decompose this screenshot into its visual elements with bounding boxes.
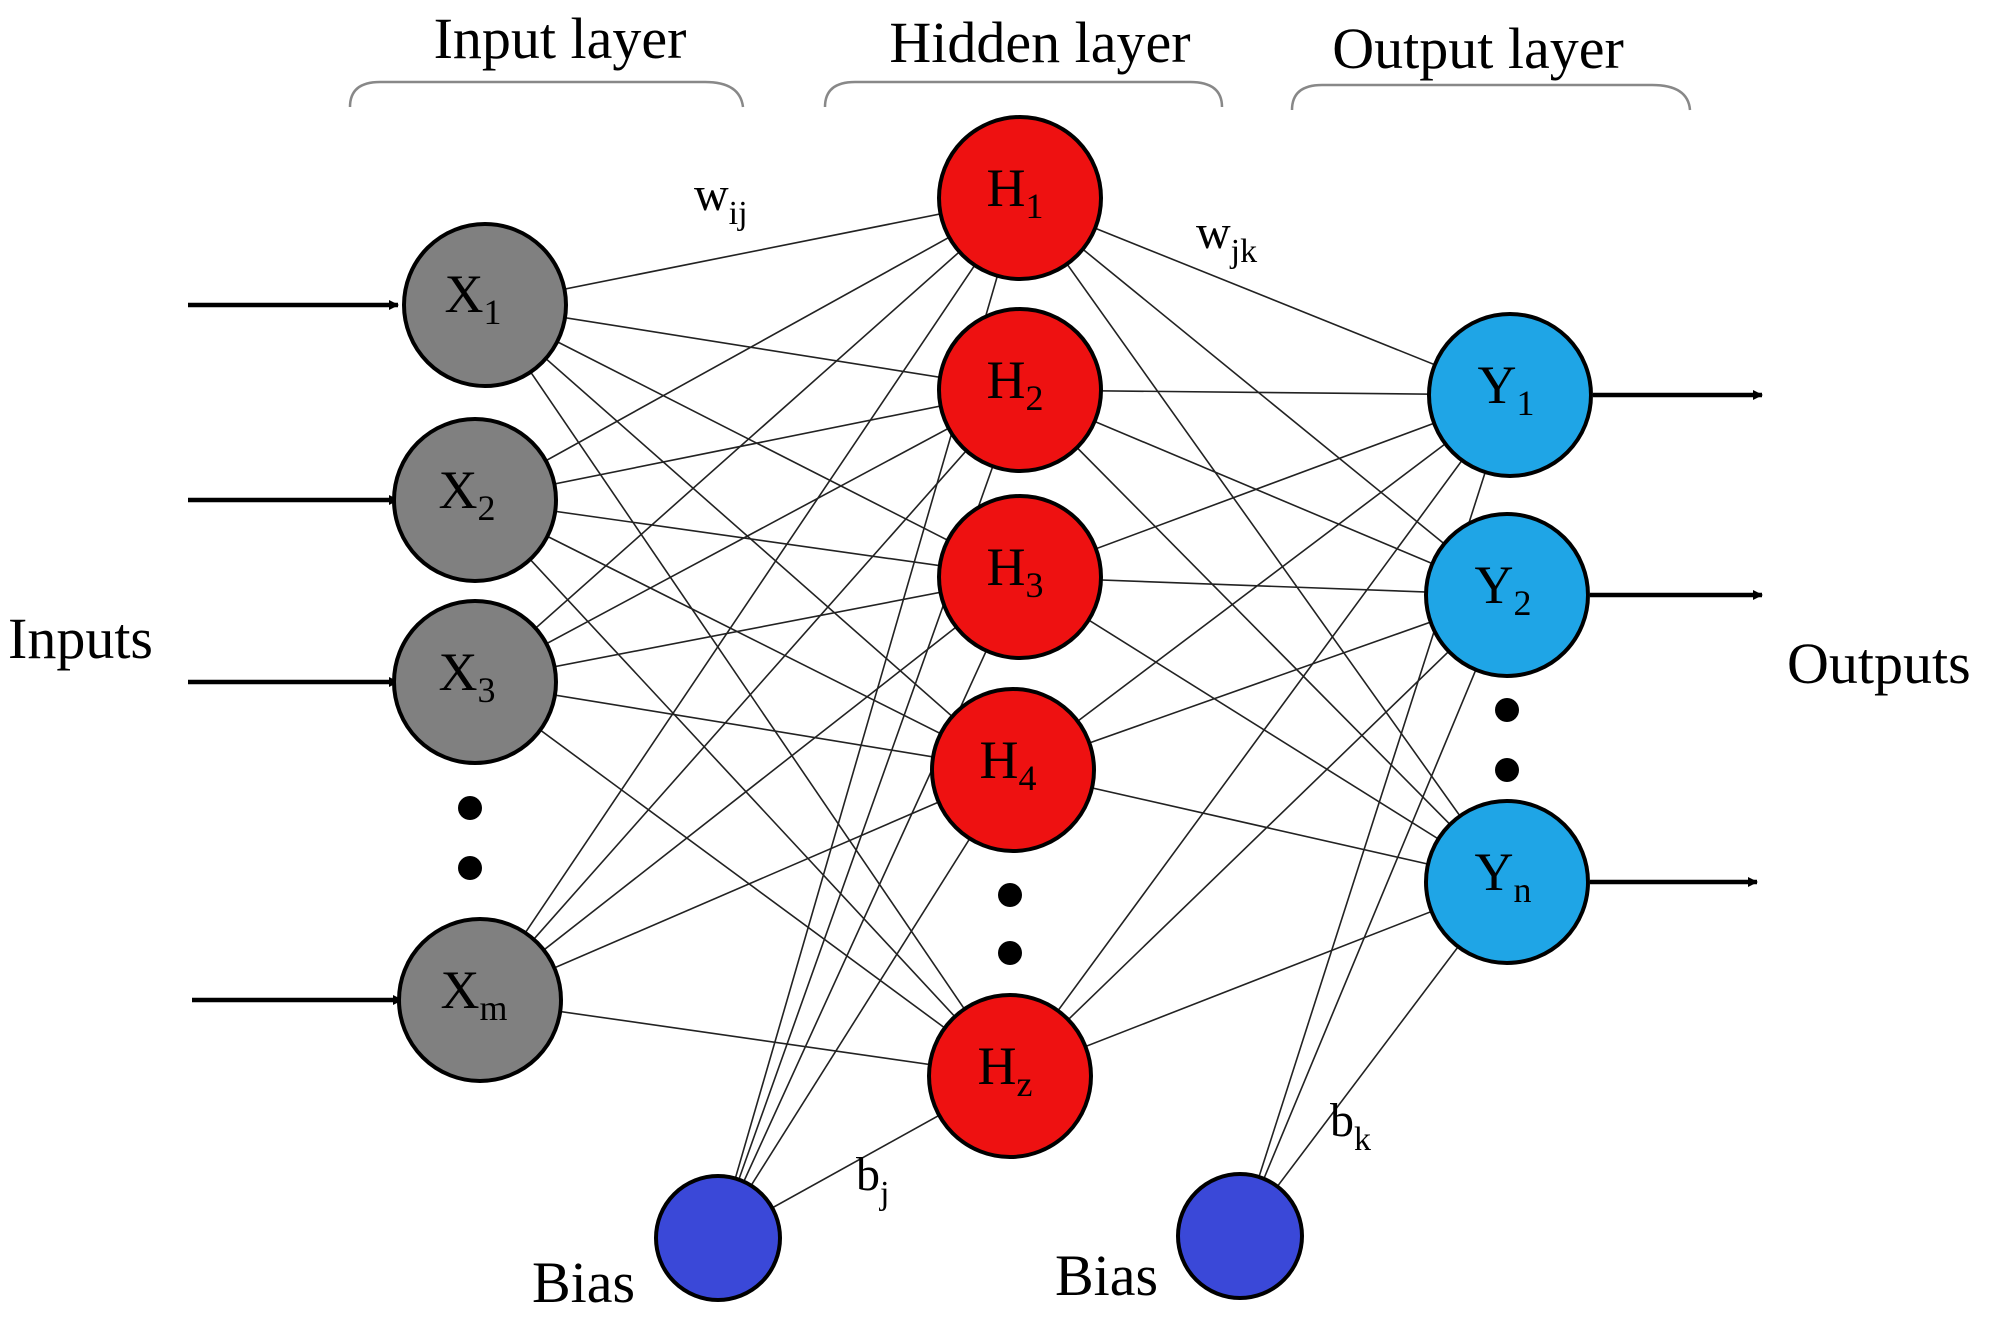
svg-text:H1: H1 xyxy=(987,158,1044,226)
svg-text:Yn: Yn xyxy=(1475,842,1532,910)
hidden-node-h4: H4 xyxy=(930,687,1096,853)
svg-text:H2: H2 xyxy=(987,350,1044,418)
svg-text:H3: H3 xyxy=(987,537,1044,605)
bias-hidden-edge xyxy=(717,769,1014,1239)
input-node-x3: X3 xyxy=(392,599,558,765)
hidden-node-circle xyxy=(930,687,1096,853)
hidden-node-h1: H1 xyxy=(937,115,1103,281)
input-ellipsis xyxy=(458,796,482,880)
input-hidden-edge xyxy=(484,304,1021,578)
input-hidden-edge xyxy=(479,769,1014,1001)
output-node-circle xyxy=(1424,799,1590,965)
input-hidden-edge xyxy=(474,576,1021,683)
input-layer-title: Input layer xyxy=(434,6,687,71)
hidden-node-circle xyxy=(937,115,1103,281)
svg-text:Y1: Y1 xyxy=(1478,355,1535,423)
outputs-label: Outputs xyxy=(1787,631,1971,696)
bias-weight-label-bk: bk xyxy=(1330,1094,1371,1158)
svg-text:H4: H4 xyxy=(980,730,1037,798)
input-hidden-edge xyxy=(474,499,1014,771)
input-hidden-edge xyxy=(484,197,1021,306)
output-arrows xyxy=(1590,390,1763,887)
input-layer-bracket xyxy=(348,80,745,108)
bias-node-hidden xyxy=(654,1174,782,1302)
bias-node-output xyxy=(1176,1172,1304,1300)
input-node-circle xyxy=(402,222,568,388)
input-hidden-edge xyxy=(484,304,1021,391)
input-hidden-edge xyxy=(474,681,1011,1077)
hidden-output-edge xyxy=(1009,881,1508,1077)
hidden-ellipsis xyxy=(998,883,1022,965)
hidden-output-edge xyxy=(1019,389,1508,596)
input-node-x1: X1 xyxy=(402,222,568,388)
hidden-output-edge xyxy=(1019,197,1508,883)
input-node-circle xyxy=(392,417,558,583)
weight-label-wjk: wjk xyxy=(1196,206,1257,270)
bias-label-output: Bias xyxy=(1055,1243,1158,1308)
input-arrows xyxy=(188,300,403,1005)
bias-hidden-edge xyxy=(717,576,1021,1239)
output-node-yn: Yn xyxy=(1424,799,1590,965)
output-node-y2: Y2 xyxy=(1424,512,1590,678)
input-node-xm: Xm xyxy=(397,917,563,1083)
input-hidden-edge xyxy=(474,389,1021,501)
input-node-circle xyxy=(397,917,563,1083)
input-hidden-edge xyxy=(474,499,1011,1077)
bias-output-edge xyxy=(1239,594,1508,1237)
svg-text:Y2: Y2 xyxy=(1475,555,1532,623)
bias-label-hidden: Bias xyxy=(532,1250,635,1315)
bias-weight-label-bj: bj xyxy=(856,1148,889,1212)
input-hidden-edge xyxy=(479,389,1021,1001)
input-hidden-edge xyxy=(474,681,1014,771)
connection-lines xyxy=(474,197,1511,1239)
hidden-output-edge xyxy=(1009,594,1508,1077)
hidden-node-hz: Hz xyxy=(927,993,1093,1159)
hidden-node-h3: H3 xyxy=(937,494,1103,660)
hidden-output-edge xyxy=(1019,394,1511,578)
hidden-output-edge xyxy=(1012,769,1508,883)
hidden-output-edge xyxy=(1019,197,1508,596)
hidden-output-edge xyxy=(1012,594,1508,771)
svg-text:Xm: Xm xyxy=(440,960,507,1028)
hidden-node-circle xyxy=(937,494,1103,660)
hidden-layer-title: Hidden layer xyxy=(889,10,1190,75)
input-hidden-edge xyxy=(474,197,1021,683)
output-layer-title: Output layer xyxy=(1332,16,1624,81)
inputs-label: Inputs xyxy=(8,606,153,671)
hidden-node-circle xyxy=(937,307,1103,473)
input-hidden-edge xyxy=(484,304,1014,771)
weight-label-wij: wij xyxy=(694,168,748,232)
hidden-node-circle xyxy=(927,993,1093,1159)
input-node-x2: X2 xyxy=(392,417,558,583)
input-hidden-edge xyxy=(474,389,1021,683)
svg-text:X2: X2 xyxy=(439,460,496,528)
input-node-circle xyxy=(392,599,558,765)
output-layer-bracket xyxy=(1290,83,1692,111)
hidden-output-edge xyxy=(1012,394,1511,771)
hidden-output-edge xyxy=(1009,394,1511,1077)
hidden-node-h2: H2 xyxy=(937,307,1103,473)
hidden-layer-bracket xyxy=(823,80,1224,108)
svg-text:X3: X3 xyxy=(439,642,496,710)
svg-text:X1: X1 xyxy=(445,264,502,332)
input-hidden-edge xyxy=(474,499,1021,578)
output-node-circle xyxy=(1427,312,1593,478)
svg-text:Hz: Hz xyxy=(978,1036,1033,1104)
input-hidden-edge xyxy=(479,999,1011,1077)
output-ellipsis xyxy=(1495,698,1519,782)
output-node-circle xyxy=(1424,512,1590,678)
input-hidden-edge xyxy=(479,197,1021,1001)
input-hidden-edge xyxy=(479,576,1021,1001)
hidden-output-edge xyxy=(1019,389,1508,883)
output-node-y1: Y1 xyxy=(1427,312,1593,478)
input-hidden-edge xyxy=(484,304,1011,1077)
input-hidden-edge xyxy=(474,197,1021,501)
hidden-output-edge xyxy=(1019,197,1511,396)
